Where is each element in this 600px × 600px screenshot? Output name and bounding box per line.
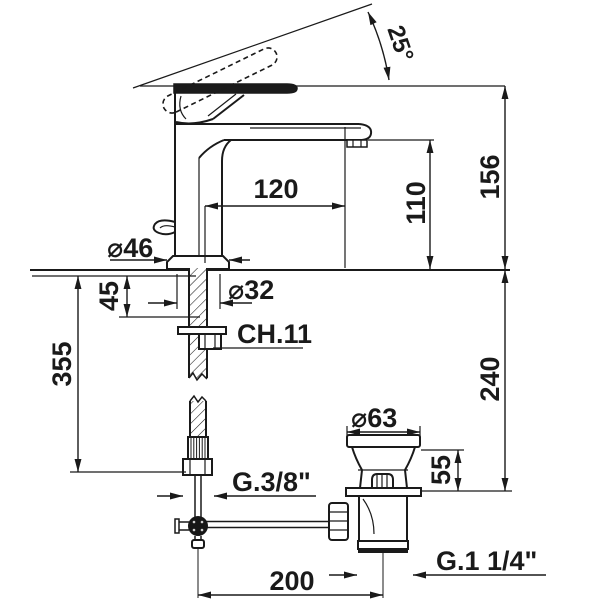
dimension-label-g38: G.3/8" [232, 467, 311, 497]
under-deck-assembly [177, 268, 227, 476]
drain-assembly [328, 434, 422, 598]
ball-joint-detail [200, 520, 204, 524]
drain-plug-disc [346, 434, 421, 448]
ball-joint [188, 516, 208, 536]
dimension-label-110: 110 [401, 181, 431, 225]
rod-bottom-cap [191, 539, 205, 549]
handle-base-curve [175, 118, 214, 125]
dimension-label-d32: ⌀32 [228, 275, 274, 305]
dimension-base-diameter: ⌀46 [107, 233, 250, 264]
spout-column-fillet [221, 139, 232, 162]
drain-overflow-curve [362, 498, 375, 535]
callout-drain-thread: G.1 1/4" [329, 546, 546, 579]
dimension-label-240: 240 [475, 356, 505, 401]
dimension-total-height: 156 [475, 86, 509, 269]
hex-nut-facets [189, 459, 206, 475]
rod-left-stub [178, 521, 189, 531]
dimension-spout-reach: 120 [204, 127, 346, 268]
dimension-label-55: 55 [426, 455, 456, 485]
rod-left-cap [174, 518, 180, 534]
spout-underside-fillet [198, 139, 225, 159]
handle-lever [173, 83, 298, 94]
dimension-drain-diameter: ⌀63 [346, 403, 421, 439]
dimension-label-120: 120 [253, 174, 298, 204]
dimension-drain-top-height: 55 [421, 449, 464, 491]
dimension-label-200: 200 [269, 566, 314, 596]
threaded-shank-edges [188, 268, 208, 378]
handle-base-highlight [179, 95, 187, 120]
supply-hose-hatch [190, 401, 206, 437]
drain-flange [345, 487, 422, 497]
drain-tailpiece [357, 540, 409, 550]
dimension-label-45: 45 [94, 281, 124, 311]
dimensions: 25° 156 110 120 ⌀46 ⌀32 [32, 3, 546, 599]
callout-wrench-size: CH.11 [213, 319, 312, 349]
handle-base-inner [207, 93, 237, 117]
faucet-body [152, 47, 373, 270]
dimension-hole-diameter: ⌀32 [148, 274, 274, 309]
drain-knob-ribs [376, 474, 388, 488]
dimension-below-deck-height: 240 [421, 270, 512, 492]
drain-body [358, 495, 408, 542]
dimension-spout-height: 110 [368, 139, 434, 269]
dimension-label-355: 355 [47, 341, 77, 386]
shank-break-line [188, 371, 208, 382]
callout-supply-thread: G.3/8" [157, 467, 316, 500]
supply-hose-edges [189, 401, 207, 437]
dimension-label-d46: ⌀46 [107, 233, 153, 263]
dimension-label-angle: 25° [381, 22, 418, 65]
mounting-washer [177, 326, 227, 335]
braid-ribs [190, 438, 206, 458]
dimension-label-156: 156 [475, 154, 505, 199]
handle-base-facet [212, 94, 245, 120]
dimension-rod-to-drain: 200 [198, 566, 383, 599]
popup-rod-linkage [174, 475, 330, 598]
threaded-shank-hatch [189, 268, 207, 378]
dimension-label-d63: ⌀63 [351, 403, 397, 433]
dimension-handle-angle: 25° [132, 3, 505, 89]
popup-vertical-rod [194, 475, 202, 517]
mounting-nut [198, 333, 222, 350]
dimension-label-ch11: CH.11 [237, 319, 312, 349]
horizontal-rod [206, 520, 330, 529]
hose-hex-nut [182, 458, 213, 476]
coupling-nut-ridges [329, 511, 348, 531]
angle-arc [367, 11, 391, 81]
hose-break-line [189, 394, 207, 404]
ball-joint-detail [200, 528, 204, 532]
drain-neck [351, 446, 416, 471]
handle-open-position-dashed [162, 47, 278, 114]
mounting-nut-facets [204, 334, 216, 349]
aerator [346, 139, 368, 148]
dimension-deck-thickness: 45 [32, 275, 200, 318]
ball-joint-detail [192, 528, 196, 532]
spout-tip [358, 123, 373, 141]
dimension-below-deck-length: 355 [47, 276, 186, 473]
dimension-label-g114: G.1 1/4" [436, 546, 537, 576]
popup-actuator-inner [159, 225, 176, 229]
base-flange [166, 255, 230, 270]
angle-ray-line [132, 3, 373, 89]
popup-actuator-knob [152, 219, 176, 236]
drain-upper-body [359, 469, 408, 489]
ball-joint-detail [192, 520, 196, 524]
